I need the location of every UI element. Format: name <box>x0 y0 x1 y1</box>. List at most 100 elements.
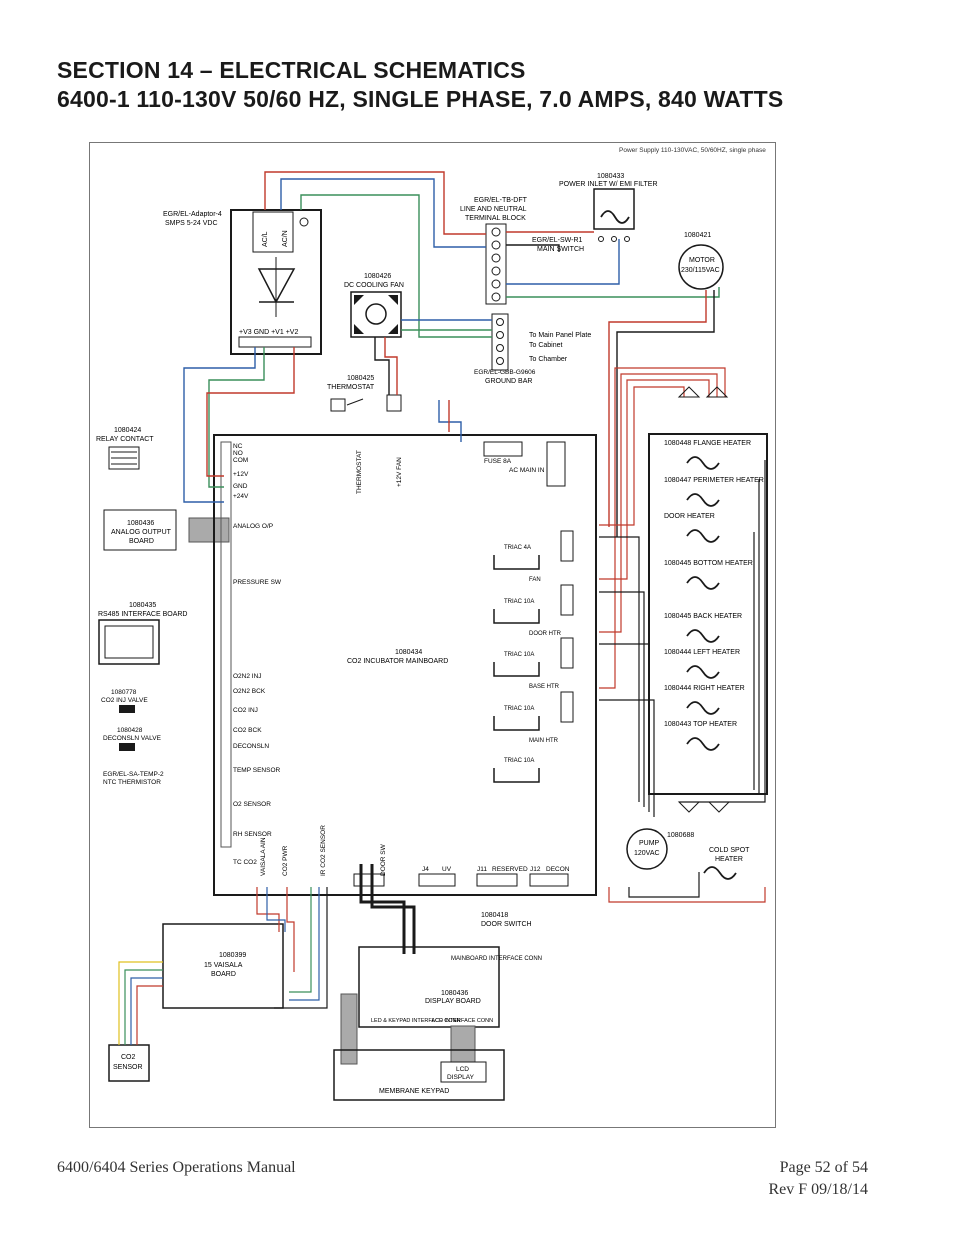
triac-symbol <box>493 716 540 731</box>
door-switch-label: DOOR SWITCH <box>481 921 532 928</box>
heater-coil-icon <box>686 701 720 715</box>
triac-label: TRIAC 10A <box>504 758 534 764</box>
mainboard-pin-label: PRESSURE SW <box>233 579 282 586</box>
ground-bar: To Main Panel Plate To Cabinet To Chambe… <box>474 313 591 385</box>
ground-bar-part: EGR/EL-GBB-G9606 <box>474 369 536 376</box>
co2-incubator-mainboard: 1080434 CO2 INCUBATOR MAINBOARD FUSE 8A … <box>213 434 597 896</box>
co2-sensor: CO2 SENSOR <box>108 1044 150 1082</box>
heater-label: 1080445 BOTTOM HEATER <box>664 560 753 567</box>
heater-coil-icon <box>686 529 720 543</box>
motor-label2: 230/115VAC <box>681 267 720 274</box>
pump: PUMP 120VAC 1080688 <box>626 828 694 870</box>
triac-symbol <box>493 768 540 783</box>
door-switch-part: 1080418 <box>481 912 508 919</box>
mainboard-pin-label: O2 SENSOR <box>233 801 271 808</box>
lcd-label1: LCD <box>456 1066 469 1073</box>
ac-main-in-label: AC MAIN IN <box>509 467 545 474</box>
heater-label: 1080448 FLANGE HEATER <box>664 440 751 447</box>
to-cabinet: To Cabinet <box>529 342 563 349</box>
dc-cooling-fan: 1080426 DC COOLING FAN <box>344 273 404 338</box>
mainboard-pin-label: TEMP SENSOR <box>233 767 281 774</box>
j12-label: J12 <box>530 866 541 873</box>
mainboard-pin-label: NO <box>233 450 243 457</box>
cold-spot-heater: COLD SPOT HEATER <box>703 847 750 880</box>
ntc-thermistor: EGR/EL-SA-TEMP-2 NTC THERMISTOR <box>103 771 164 786</box>
smps-part: EGR/EL-Adaptor-4 <box>163 211 222 218</box>
triac-output-label: DOOR HTR <box>529 631 562 637</box>
to-chamber: To Chamber <box>529 356 568 363</box>
pump-label2: 120VAC <box>634 850 660 857</box>
thermostat-label: THERMOSTAT <box>327 384 375 391</box>
triac-symbol <box>493 555 540 570</box>
fan-label: DC COOLING FAN <box>344 282 404 289</box>
heater-label: 1080443 TOP HEATER <box>664 721 737 728</box>
decon-label: DECON <box>546 866 570 873</box>
bottom-connectors: J4 UV J11 RESERVED J12 DECON <box>353 866 570 887</box>
mainboard-pin-label: O2N2 BCK <box>233 688 266 695</box>
j4-label: J4 <box>422 866 429 873</box>
mainboard-pin-label: +24V <box>233 493 249 500</box>
mainboard-pin-label: DECONSLN <box>233 743 269 750</box>
display-board-label: DISPLAY BOARD <box>425 998 481 1005</box>
triac-label: TRIAC 10A <box>504 599 534 605</box>
thermostat-part: 1080425 <box>347 375 374 382</box>
vlabel-12v-fan: +12V FAN <box>396 457 403 487</box>
mainboard-pin-label: GND <box>233 483 248 490</box>
co2-valve-part: 1080778 <box>111 689 137 696</box>
vaisala-label1: 15 VAISALA <box>204 962 243 969</box>
schematic-frame <box>89 142 776 1128</box>
mainboard-part: 1080434 <box>395 649 422 656</box>
mainboard-pin-label: ANALOG O/P <box>233 523 273 530</box>
co2-valve-label: CO2 INJ VALVE <box>101 697 148 704</box>
mainboard-pin-label: COM <box>233 457 248 464</box>
pump-part: 1080688 <box>667 832 694 839</box>
pump-label1: PUMP <box>639 840 660 847</box>
triac-connector <box>560 584 574 616</box>
heater-coil-icon <box>686 629 720 643</box>
heater-label: 1080447 PERIMETER HEATER <box>664 477 764 484</box>
lcd-interface-label: LCD INTERFACE CONN <box>432 1018 493 1024</box>
ntc-part: EGR/EL-SA-TEMP-2 <box>103 771 164 778</box>
vaisala-label2: BOARD <box>211 971 236 978</box>
power-inlet: 1080433 POWER INLET W/ EMI FILTER <box>559 173 658 242</box>
analog-output-board: 1080436 ANALOG OUTPUT BOARD <box>103 509 230 551</box>
triac-connector <box>560 637 574 669</box>
to-main-panel: To Main Panel Plate <box>529 332 591 339</box>
relay-label: RELAY CONTACT <box>96 436 154 443</box>
vlabel-co2sensor: IR CO2 SENSOR <box>320 825 327 876</box>
terminal-block-label2: TERMINAL BLOCK <box>465 215 526 222</box>
cold-spot-label2: HEATER <box>715 856 743 863</box>
heater-coil-icon <box>686 576 720 590</box>
heater-coil-icon <box>686 737 720 751</box>
smps-ac-l: AC/L <box>262 231 269 247</box>
analog-part: 1080436 <box>127 520 154 527</box>
mainboard-pin-label: CO2 BCK <box>233 727 262 734</box>
vlabel-vaisala: VAISALA AIN <box>260 837 267 876</box>
rs485-label: RS485 INTERFACE BOARD <box>98 611 187 618</box>
heater-label: DOOR HEATER <box>664 513 715 520</box>
mainboard-pin-label: TC CO2 <box>233 859 257 866</box>
mainboard-pin-label: +12V <box>233 471 249 478</box>
led-keypad-label: LED & KEYPAD INTERFACE CONN <box>371 1018 460 1024</box>
relay-contact: 1080424 RELAY CONTACT <box>96 427 154 470</box>
triac-label: TRIAC 4A <box>504 545 531 551</box>
heater-wiring <box>599 367 766 817</box>
co2-sensor-label2: SENSOR <box>113 1064 143 1071</box>
mainboard-label: CO2 INCUBATOR MAINBOARD <box>347 658 448 665</box>
fan-part: 1080426 <box>364 273 391 280</box>
main-switch-part: EGR/EL-SW-R1 <box>532 237 583 244</box>
rs485-interface-board: 1080435 RS485 INTERFACE BOARD <box>98 602 187 665</box>
co2-sensor-label1: CO2 <box>121 1054 136 1061</box>
smps-label: SMPS 5-24 VDC <box>165 220 218 227</box>
footer-page-number: Page 52 of 54 <box>779 1159 868 1176</box>
ntc-label: NTC THERMISTOR <box>103 779 161 786</box>
co2-injection-valve: 1080778 CO2 INJ VALVE <box>101 689 148 713</box>
triac-label: TRIAC 10A <box>504 652 534 658</box>
motor-part: 1080421 <box>684 232 711 239</box>
motor: 1080421 MOTOR 230/115VAC <box>678 232 724 290</box>
ground-symbols <box>677 386 731 813</box>
triac-output-label: MAIN HTR <box>529 738 559 744</box>
terminal-block-label1: LINE AND NEUTRAL <box>460 206 527 213</box>
